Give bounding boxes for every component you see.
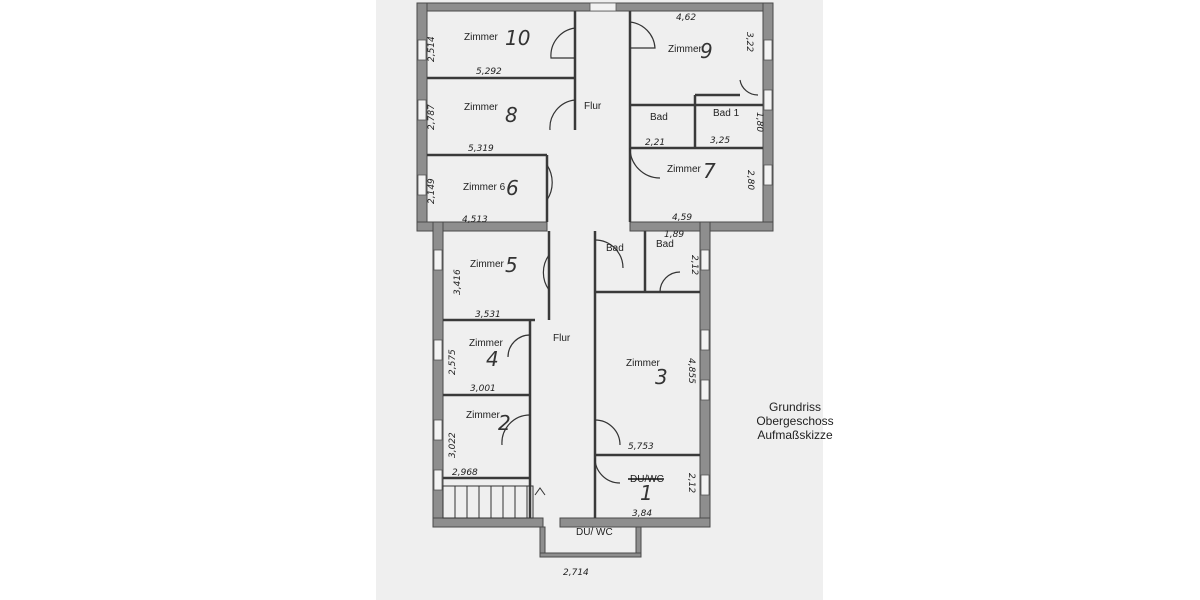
- dim-23: 2,968: [452, 468, 478, 478]
- dim-22: 5,753: [628, 442, 654, 452]
- dim-1: 4,62: [676, 13, 696, 23]
- dim-4: 3,22: [744, 32, 754, 52]
- dim-9: 2,21: [645, 138, 665, 148]
- room-label-du-wc-unten: DU/ WC: [576, 527, 613, 538]
- room-number-9: 9: [700, 39, 713, 63]
- room-number-5: 5: [505, 253, 518, 277]
- dim-7: 3,25: [710, 136, 730, 146]
- room-number-10: 10: [505, 26, 530, 50]
- interior-walls: [427, 11, 763, 518]
- dim-6: 1,80: [754, 112, 764, 132]
- room-label-zimmer-10: Zimmer: [464, 32, 499, 43]
- dim-16: 2,12: [689, 255, 699, 275]
- stairs: [442, 485, 546, 519]
- dim-8: 5,319: [468, 144, 494, 154]
- windows: [417, 2, 773, 496]
- room-label-flur-unten: Flur: [553, 333, 571, 344]
- dim-13: 2,80: [745, 170, 755, 190]
- dim-2: 2,514: [427, 36, 437, 62]
- dim-11: 4,513: [462, 215, 488, 225]
- room-label-bad-mitte-2: Bad: [656, 239, 674, 250]
- room-number-6: 6: [506, 176, 519, 200]
- room-label-bad-mitte-1: Bad: [606, 243, 624, 254]
- room-label-zimmer-5: Zimmer: [470, 259, 505, 270]
- room-label-flur-oben: Flur: [584, 101, 602, 112]
- dim-20: 4,855: [686, 358, 696, 384]
- dim-15: 3,416: [453, 269, 463, 295]
- dim-25: 3,84: [632, 509, 652, 519]
- dim-21: 3,022: [448, 432, 458, 458]
- dim-14: 1,89: [664, 230, 684, 240]
- room-labels: Zimmer 10 Zimmer 9 Zimmer 8 Flur Bad Bad…: [463, 26, 740, 538]
- room-label-bad-1: Bad 1: [713, 108, 740, 119]
- room-label-zimmer-4: Zimmer: [469, 338, 504, 349]
- room-label-bad-oben: Bad: [650, 112, 668, 123]
- room-number-2: 2: [498, 411, 511, 435]
- paper-sheet: [376, 0, 823, 600]
- room-number-1: 1: [640, 481, 653, 505]
- dim-24: 2,12: [686, 473, 696, 493]
- room-number-8: 8: [505, 103, 518, 127]
- dim-26: 2,714: [563, 568, 589, 578]
- doors: [501, 21, 759, 484]
- room-label-zimmer-9: Zimmer: [668, 44, 703, 55]
- room-label-zimmer-8: Zimmer: [464, 102, 499, 113]
- dim-12: 4,59: [672, 213, 692, 223]
- dim-5: 2,787: [427, 104, 437, 130]
- room-number-7: 7: [703, 159, 716, 183]
- room-label-zimmer-7: Zimmer: [667, 164, 702, 175]
- room-label-zimmer-3: Zimmer: [626, 358, 661, 369]
- title-line-1: Grundriss: [768, 400, 821, 414]
- dim-19: 3,001: [470, 384, 496, 394]
- room-number-4: 4: [486, 347, 499, 371]
- dim-3: 5,292: [476, 67, 502, 77]
- plan-title: Grundriss Obergeschoss Aufmaßskizze: [735, 400, 855, 442]
- title-line-3: Aufmaßskizze: [757, 428, 833, 442]
- dim-18: 2,575: [448, 349, 458, 375]
- dimensions: 4,62 2,514 5,292 3,22 2,787 1,80 3,25 5,…: [427, 13, 764, 578]
- room-number-3: 3: [655, 365, 668, 389]
- dim-17: 3,531: [475, 310, 501, 320]
- room-label-zimmer-2: Zimmer: [466, 410, 501, 421]
- title-line-2: Obergeschoss: [756, 414, 834, 428]
- dim-10: 2,149: [427, 178, 437, 204]
- room-label-zimmer-6: Zimmer 6: [463, 182, 506, 193]
